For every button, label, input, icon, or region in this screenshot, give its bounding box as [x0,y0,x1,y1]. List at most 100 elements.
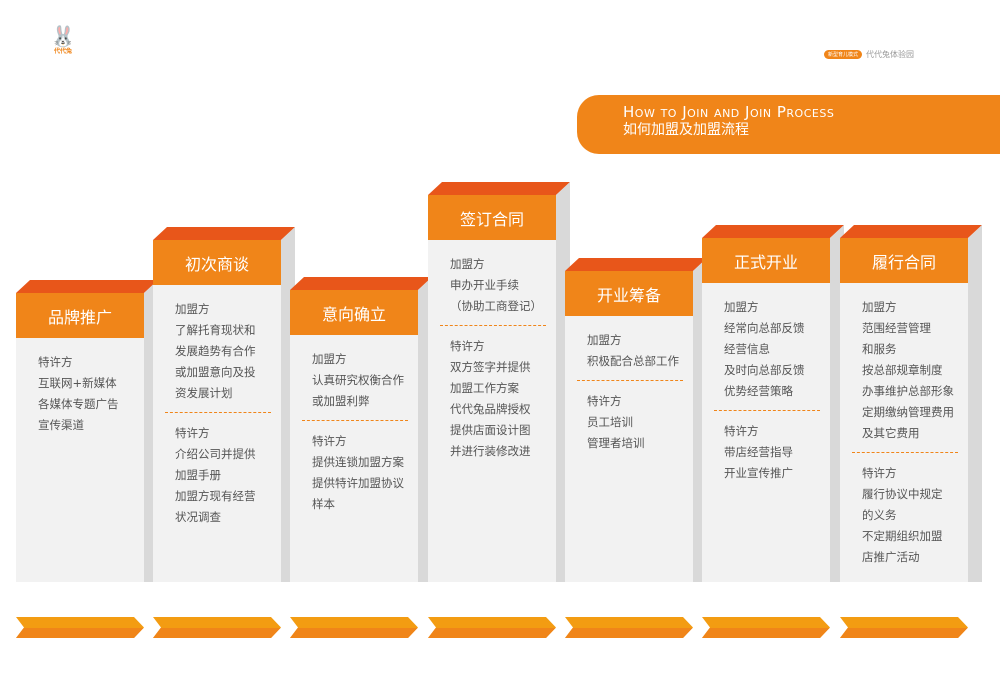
step-top-face [16,280,158,293]
step-line: 加盟手册 [175,468,221,482]
rabbit-logo-icon: 🐰 [50,24,76,48]
step-title: 正式开业 [702,238,830,283]
step-line: 了解托育现状和 [175,323,256,337]
step-line: 各媒体专题广告 [38,397,119,411]
step-line: 开业宣传推广 [724,466,793,480]
step-line: 资发展计划 [175,386,233,400]
party-label: 特许方 [587,394,622,408]
step-section: 加盟方了解托育现状和发展趋势有合作或加盟意向及投资发展计划 [175,299,281,404]
step-top-face [428,182,570,195]
title-banner: How to Join and Join Process 如何加盟及加盟流程 [577,95,1000,154]
step-title: 开业筹备 [565,271,693,316]
step-line: 提供特许加盟协议 [312,476,404,490]
party-label: 特许方 [450,339,485,353]
step-line: 及时向总部反馈 [724,363,805,377]
process-step: 初次商谈加盟方了解托育现状和发展趋势有合作或加盟意向及投资发展计划特许方介绍公司… [153,227,295,582]
step-line: 范围经营管理 [862,321,931,335]
step-line: 及其它费用 [862,426,920,440]
step-line: 加盟方现有经营 [175,489,256,503]
step-line: （协助工商登记） [450,299,542,313]
chevron-arrow-icon [428,617,556,638]
party-label: 特许方 [38,355,73,369]
title-zh: 如何加盟及加盟流程 [623,122,749,138]
step-section: 加盟方经常向总部反馈经营信息及时向总部反馈优势经营策略 [724,297,830,402]
step-title: 品牌推广 [16,293,144,338]
step-line: 不定期组织加盟 [862,529,943,543]
step-section: 特许方双方签字并提供加盟工作方案代代兔品牌授权提供店面设计图并进行装修改进 [450,336,556,462]
step-line: 代代兔品牌授权 [450,402,531,416]
step-section: 特许方介绍公司并提供加盟手册加盟方现有经营状况调查 [175,423,281,528]
party-label: 特许方 [724,424,759,438]
step-top-face [153,227,295,240]
step-line: 样本 [312,497,335,511]
logo-text: 代代兔 [53,48,72,55]
chevron-arrow-icon [565,617,693,638]
step-line: 员工培训 [587,415,633,429]
step-section: 特许方带店经营指导开业宣传推广 [724,421,830,484]
chevron-arrow-icon [702,617,830,638]
step-line: 互联网+新媒体 [38,376,117,390]
step-line: 申办开业手续 [450,278,519,292]
step-line: 并进行装修改进 [450,444,531,458]
party-label: 加盟方 [312,352,347,366]
step-line: 认真研究权衡合作 [312,373,404,387]
step-line: 的义务 [862,508,897,522]
dashed-divider [852,452,958,453]
step-section: 特许方履行协议中规定的义务不定期组织加盟店推广活动 [862,463,968,568]
dashed-divider [440,325,546,326]
party-label: 特许方 [175,426,210,440]
step-line: 办事维护总部形象 [862,384,954,398]
step-body: 加盟方经常向总部反馈经营信息及时向总部反馈优势经营策略特许方带店经营指导开业宣传… [702,283,830,582]
dashed-divider [165,412,271,413]
step-section: 加盟方申办开业手续 （协助工商登记） [450,254,556,317]
step-title: 签订合同 [428,195,556,240]
step-section: 特许方提供连锁加盟方案提供特许加盟协议样本 [312,431,418,515]
logo: 🐰 代代兔 [50,26,76,60]
step-line: 提供店面设计图 [450,423,531,437]
step-line: 履行协议中规定 [862,487,943,501]
party-label: 特许方 [312,434,347,448]
step-title: 履行合同 [840,238,968,283]
step-line: 积极配合总部工作 [587,354,679,368]
step-line: 按总部规章制度 [862,363,943,377]
step-line: 经常向总部反馈 [724,321,805,335]
brand-name: 代代兔体验园 [866,50,915,59]
step-title: 意向确立 [290,290,418,335]
step-line: 宣传渠道 [38,418,84,432]
chevron-arrow-icon [290,617,418,638]
chevron-arrow-icon [16,617,144,638]
party-label: 加盟方 [862,300,897,314]
title-en: How to Join and Join Process [623,103,835,121]
party-label: 加盟方 [724,300,759,314]
step-line: 带店经营指导 [724,445,793,459]
chevron-arrow-icon [840,617,968,638]
step-line: 介绍公司并提供 [175,447,256,461]
party-label: 加盟方 [587,333,622,347]
step-line: 提供连锁加盟方案 [312,455,404,469]
step-line: 管理者培训 [587,436,645,450]
step-body: 加盟方认真研究权衡合作或加盟利弊特许方提供连锁加盟方案提供特许加盟协议样本 [290,335,418,582]
step-top-face [840,225,982,238]
dashed-divider [577,380,683,381]
process-step: 正式开业加盟方经常向总部反馈经营信息及时向总部反馈优势经营策略特许方带店经营指导… [702,225,844,582]
step-line: 优势经营策略 [724,384,793,398]
step-body: 加盟方了解托育现状和发展趋势有合作或加盟意向及投资发展计划特许方介绍公司并提供加… [153,285,281,582]
step-line: 发展趋势有合作 [175,344,256,358]
brand-pill: 新型育儿模式 [824,50,863,59]
brand-header: 新型育儿模式 代代兔体验园 [824,49,958,60]
step-section: 加盟方范围经营管理和服务按总部规章制度办事维护总部形象定期缴纳管理费用及其它费用 [862,297,968,444]
dashed-divider [302,420,408,421]
step-line: 定期缴纳管理费用 [862,405,954,419]
step-body: 特许方互联网+新媒体各媒体专题广告宣传渠道 [16,338,144,582]
step-line: 状况调查 [175,510,221,524]
party-label: 加盟方 [450,257,485,271]
party-label: 特许方 [862,466,897,480]
step-line: 或加盟利弊 [312,394,370,408]
dashed-divider [714,410,820,411]
process-step: 履行合同加盟方范围经营管理和服务按总部规章制度办事维护总部形象定期缴纳管理费用及… [840,225,982,582]
step-section: 特许方员工培训管理者培训 [587,391,693,454]
step-body: 加盟方积极配合总部工作特许方员工培训管理者培训 [565,316,693,582]
step-section: 加盟方认真研究权衡合作或加盟利弊 [312,349,418,412]
step-top-face [290,277,432,290]
step-side-face [968,225,982,582]
